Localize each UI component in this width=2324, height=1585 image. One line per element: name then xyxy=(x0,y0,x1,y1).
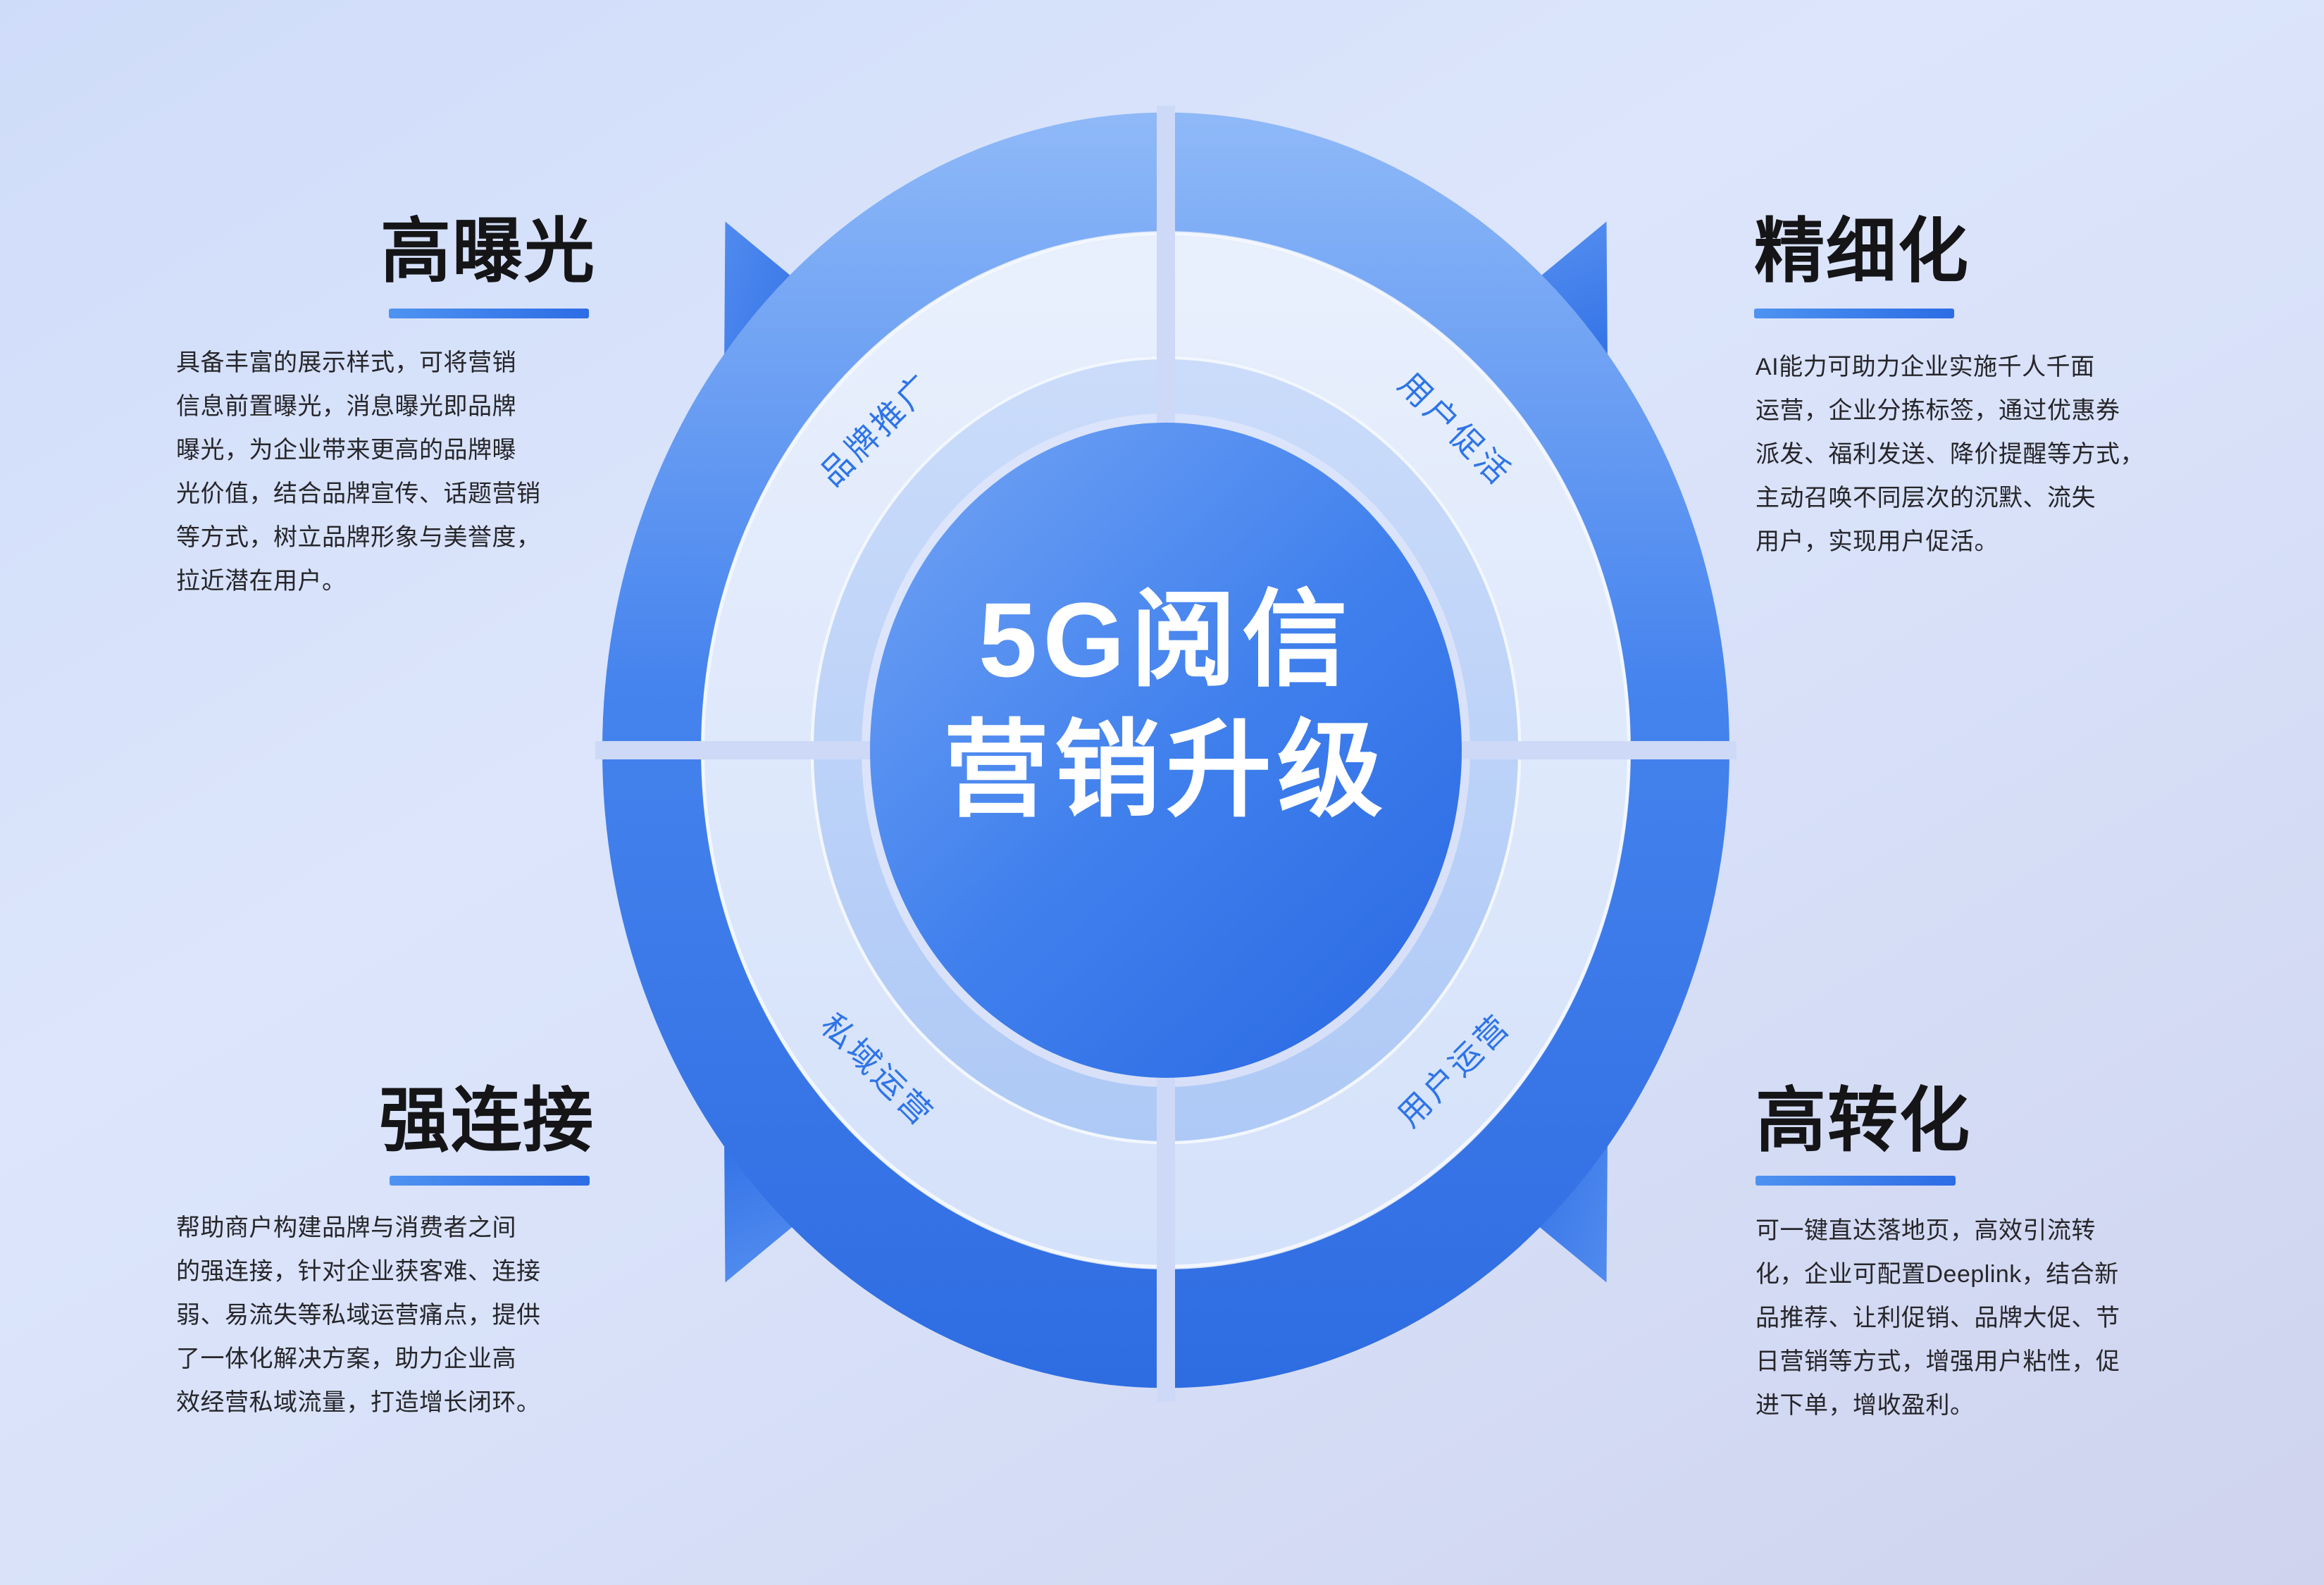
section-body-high-conversion: 可一键直达落地页，高效引流转 化，企业可配置Deeplink，结合新 品推荐、让… xyxy=(1756,1217,2120,1419)
section-high-exposure: 高曝光 xyxy=(380,213,596,290)
section-heading-strong-connection: 强连接 xyxy=(379,1081,595,1160)
center-title-line2: 营销升级 xyxy=(943,711,1388,829)
section-heading-high-exposure: 高曝光 xyxy=(380,212,596,291)
center-circle xyxy=(870,423,1462,1078)
section-body-high-exposure: 具备丰富的展示样式，可将营销 信息前置曝光，消息曝光即品牌 曝光，为企业带来更高… xyxy=(176,349,541,595)
heading-underline-bottom-left xyxy=(390,1176,590,1186)
section-strong-connection: 强连接 xyxy=(379,1082,595,1160)
section-body-refinement: AI能力可助力企业实施千人千面 运营，企业分拣标签，通过优惠券 派发、福利发送、… xyxy=(1756,354,2144,555)
quadrant-dividers xyxy=(595,106,1736,1402)
center-title-line1: 5G阅信 xyxy=(978,580,1353,699)
heading-underline-top-right xyxy=(1754,309,1954,318)
section-heading-high-conversion: 高转化 xyxy=(1756,1081,1971,1160)
section-high-conversion: 高转化 xyxy=(1756,1082,1971,1160)
section-refinement: 精细化 xyxy=(1754,213,1970,290)
heading-underline-bottom-right xyxy=(1756,1176,1956,1186)
heading-underline-top-left xyxy=(389,309,589,318)
section-heading-refinement: 精细化 xyxy=(1754,212,1970,291)
section-body-strong-connection: 帮助商户构建品牌与消费者之间 的强连接，针对企业获客难、连接 弱、易流失等私域运… xyxy=(176,1214,541,1416)
